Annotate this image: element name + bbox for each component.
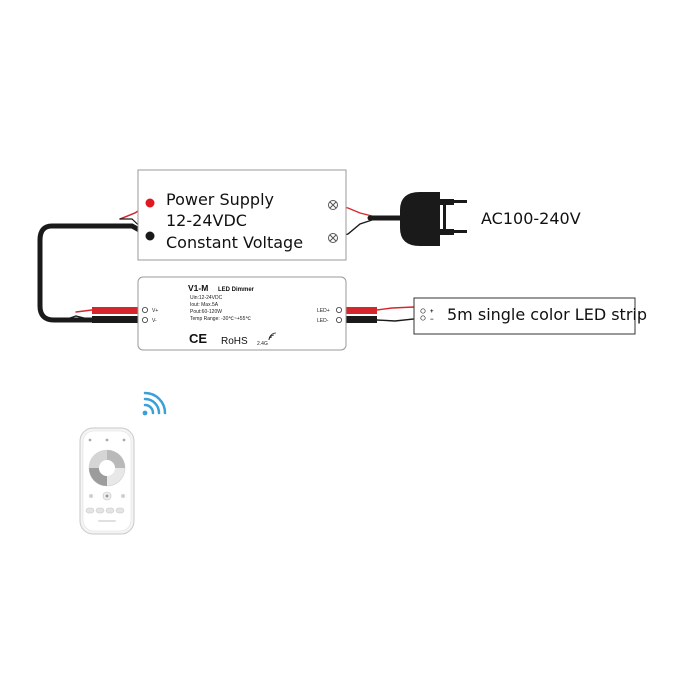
power-supply-box: Power Supply 12-24VDC Constant Voltage (137, 169, 347, 261)
wireless-small-icon (268, 332, 277, 341)
dimmer-input-minus-terminal-icon (141, 316, 148, 323)
led-strip-plus-label: + (430, 309, 434, 315)
led-strip-box: + − 5m single color LED strip (413, 297, 647, 335)
dimmer-input-cable-black (92, 316, 138, 323)
dimmer-output-cable-black (345, 316, 377, 323)
ac-terminal-n-icon (328, 233, 338, 243)
power-terminal-plus-icon (145, 198, 155, 208)
led-strip-label: 5m single color LED strip (447, 305, 647, 324)
dimmer-output-plus-terminal-icon (335, 306, 342, 313)
wires (37, 202, 421, 323)
dimmer-spec-uin: Uin:12-24VDC (190, 295, 223, 301)
dimmer-output-minus-label: LED- (317, 318, 329, 324)
mains-voltage-label: AC100-240V (481, 209, 581, 228)
led-strip-plus-terminal-icon (420, 308, 426, 314)
dimmer-model: V1-M (188, 283, 208, 293)
wireless-band-label: 2.4G (257, 341, 268, 347)
remote-control-icon (79, 427, 135, 535)
power-supply-type: Constant Voltage (166, 233, 303, 252)
dimmer-output-cable-red (345, 307, 377, 314)
dimmer-box: V1-M LED Dimmer Uin:12-24VDC Iout: Max.5… (137, 276, 347, 351)
dimmer-spec-iout: Iout: Max.5A (190, 302, 219, 308)
power-supply-voltage: 12-24VDC (166, 211, 247, 230)
dimmer-spec-pout: Pout:60-120W (190, 309, 222, 315)
ac-terminal-l-icon (328, 200, 338, 210)
ce-mark-icon: CE (189, 331, 207, 346)
dimmer-subtitle: LED Dimmer (218, 287, 255, 293)
plug-icon (400, 192, 467, 246)
power-supply-title: Power Supply (166, 190, 274, 209)
dimmer-input-plus-label: V+ (152, 308, 158, 314)
dimmer-input-plus-terminal-icon (141, 306, 148, 313)
dimmer-input-minus-label: V- (152, 318, 157, 324)
dimmer-input-cable-red (92, 307, 138, 314)
power-terminal-minus-icon (145, 231, 155, 241)
led-strip-minus-terminal-icon (420, 315, 426, 321)
dimmer-output-minus-terminal-icon (335, 316, 342, 323)
wifi-signal-icon (142, 391, 167, 416)
dimmer-output-plus-label: LED+ (317, 308, 330, 314)
dimmer-spec-temp: Temp Range: -30℃~+55℃ (190, 316, 251, 322)
rohs-mark: RoHS (221, 336, 248, 347)
led-strip-minus-label: − (430, 317, 434, 323)
black-wire-loop (37, 223, 153, 323)
